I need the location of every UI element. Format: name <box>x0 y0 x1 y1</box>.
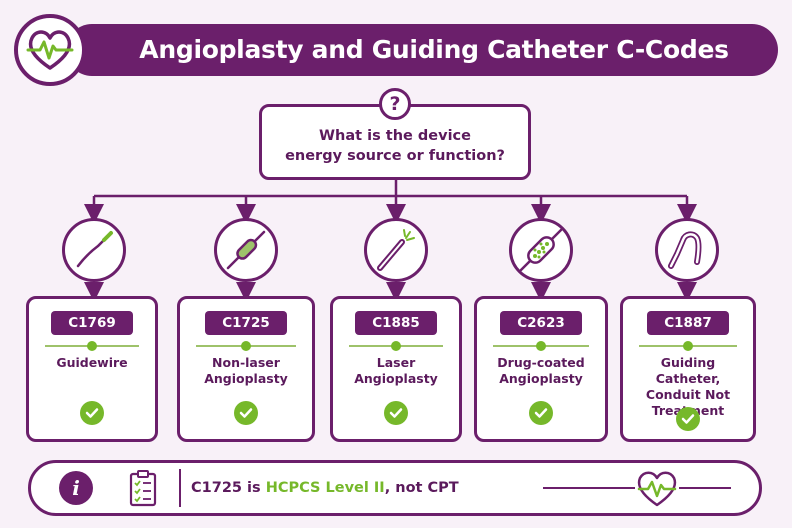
page-title: Angioplasty and Guiding Catheter C-Codes <box>139 35 729 64</box>
drug-coated-balloon-icon <box>509 218 573 282</box>
heart-pulse-icon <box>26 30 74 70</box>
footer-decor-line <box>543 487 635 489</box>
question-line-2: energy source or function? <box>285 148 505 164</box>
footer-decor-line <box>679 487 731 489</box>
heart-pulse-icon <box>637 471 677 507</box>
code-badge: C1769 <box>51 311 133 335</box>
clipboard-checklist-icon <box>129 470 157 507</box>
check-icon <box>234 401 258 425</box>
guidewire-icon <box>62 218 126 282</box>
guiding-catheter-icon <box>655 218 719 282</box>
question-line-1: What is the device <box>319 128 471 144</box>
check-icon <box>676 407 700 431</box>
info-icon: i <box>59 471 93 505</box>
check-icon <box>529 401 553 425</box>
balloon-catheter-icon <box>214 218 278 282</box>
code-badge: C2623 <box>500 311 582 335</box>
question-mark-icon: ? <box>379 88 411 120</box>
footer-note: i C1725 is HCPCS Level II, not CPT <box>28 460 762 516</box>
divider-dot <box>391 341 401 351</box>
footer-text: C1725 is HCPCS Level II, not CPT <box>191 480 459 496</box>
footer-separator <box>179 469 181 507</box>
divider-dot <box>683 341 693 351</box>
title-banner <box>66 24 778 76</box>
divider-dot <box>241 341 251 351</box>
divider-dot <box>536 341 546 351</box>
code-badge: C1887 <box>647 311 729 335</box>
laser-catheter-icon <box>364 218 428 282</box>
check-icon <box>80 401 104 425</box>
code-badge: C1725 <box>205 311 287 335</box>
check-icon <box>384 401 408 425</box>
card-label: Guidewire <box>56 355 128 370</box>
code-badge: C1885 <box>355 311 437 335</box>
divider-dot <box>87 341 97 351</box>
decision-question-box: What is the device energy source or func… <box>259 104 531 180</box>
title-bar: Angioplasty and Guiding Catheter C-Codes <box>14 14 778 86</box>
heart-pulse-logo <box>14 14 86 86</box>
code-card-c1769: C1769 Guidewire <box>26 296 158 442</box>
code-card-c1887: C1887 Guiding Catheter,Conduit NotTreatm… <box>620 296 756 442</box>
